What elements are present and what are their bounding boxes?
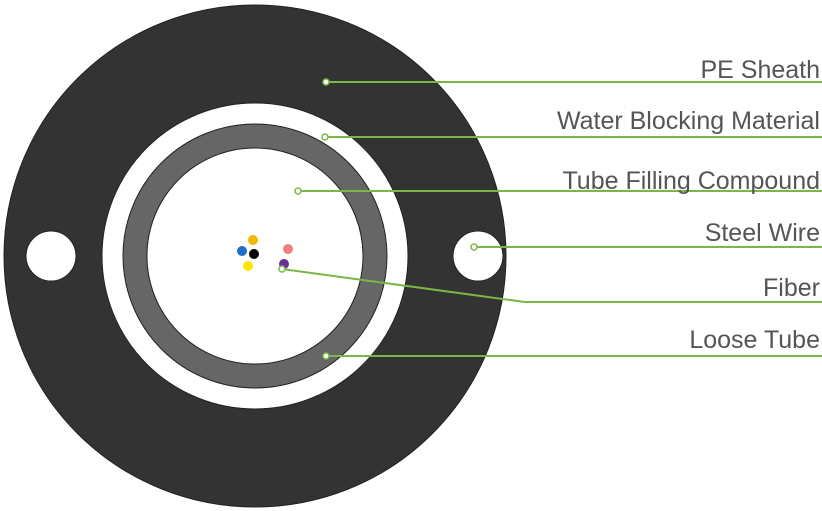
label-pe-sheath: PE Sheath <box>700 56 820 84</box>
label-steel-wire: Steel Wire <box>704 219 820 247</box>
label-loose-tube: Loose Tube <box>689 326 820 354</box>
leader-dot-water-blocking-material <box>321 133 329 141</box>
fiber-blue <box>237 246 247 256</box>
fiber-pink <box>283 244 293 254</box>
label-fiber: Fiber <box>763 274 820 302</box>
leader-dot-pe-sheath <box>322 78 330 86</box>
label-water-blocking-material: Water Blocking Material <box>556 107 820 135</box>
leader-dot-fiber <box>278 265 286 273</box>
leader-dot-tube-filling-compound <box>294 187 302 195</box>
steel-wire-right <box>452 230 504 282</box>
fiber-yellow <box>243 261 253 271</box>
fiber-group <box>237 235 293 271</box>
leader-dot-steel-wire <box>470 243 478 251</box>
label-tube-filling-compound: Tube Filling Compound <box>562 167 820 195</box>
fiber-orange <box>248 235 258 245</box>
leader-dot-loose-tube <box>322 352 330 360</box>
steel-wire-left <box>25 230 77 282</box>
fiber-black <box>249 249 259 259</box>
leader-line-fiber <box>281 268 822 303</box>
